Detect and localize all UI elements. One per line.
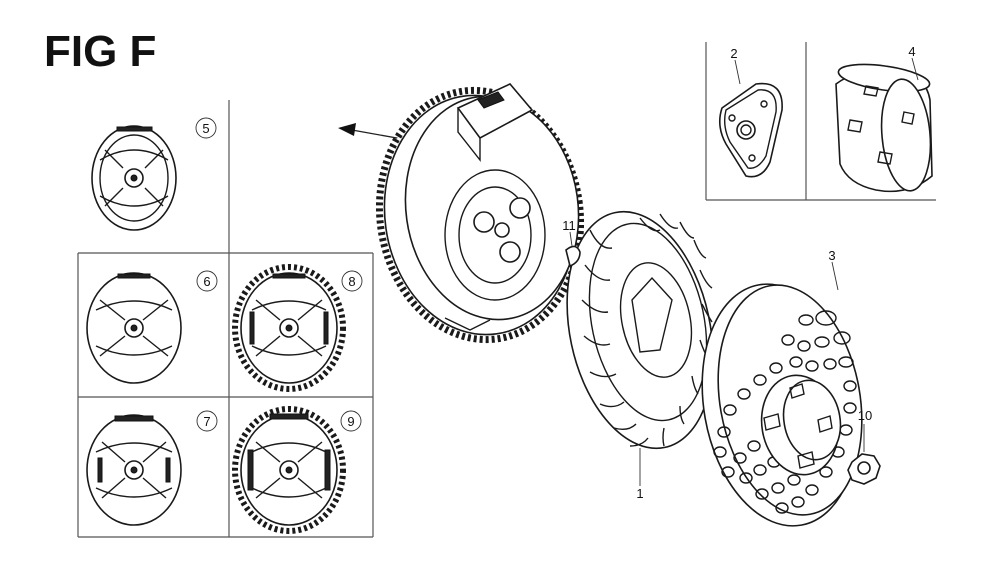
starter-plate: 2	[718, 46, 783, 178]
woodruff-key: 11	[562, 218, 581, 268]
callout-2: 2	[730, 46, 737, 61]
callout-3: 3	[828, 248, 835, 263]
flywheel-variant-8: 8	[232, 264, 363, 392]
flywheel-variant-6: 6	[86, 270, 218, 384]
flywheel-nut: 10	[847, 408, 881, 485]
starter-cup: 4	[835, 44, 933, 193]
flywheel-variant-9: 9	[232, 406, 362, 534]
callout-7: 7	[203, 414, 210, 429]
parts-box-top-right: 2 4	[705, 42, 936, 201]
flywheel-variant-5: 5	[91, 117, 217, 231]
callout-5: 5	[202, 121, 209, 136]
callout-11: 11	[562, 218, 576, 233]
flywheel-main	[375, 83, 585, 344]
figure-title: FIG F	[44, 27, 156, 76]
variants-panel: 5 6 7	[77, 100, 374, 538]
direction-arrow	[338, 123, 409, 141]
callout-4: 4	[908, 44, 915, 59]
callout-1: 1	[636, 486, 643, 501]
callout-8: 8	[348, 274, 355, 289]
starter-pulley: 3	[701, 248, 863, 527]
callout-9: 9	[347, 414, 354, 429]
callout-6: 6	[203, 274, 210, 289]
cooling-fan: 1	[566, 210, 714, 501]
callout-10: 10	[858, 408, 872, 423]
flywheel-variant-7: 7	[86, 410, 218, 526]
